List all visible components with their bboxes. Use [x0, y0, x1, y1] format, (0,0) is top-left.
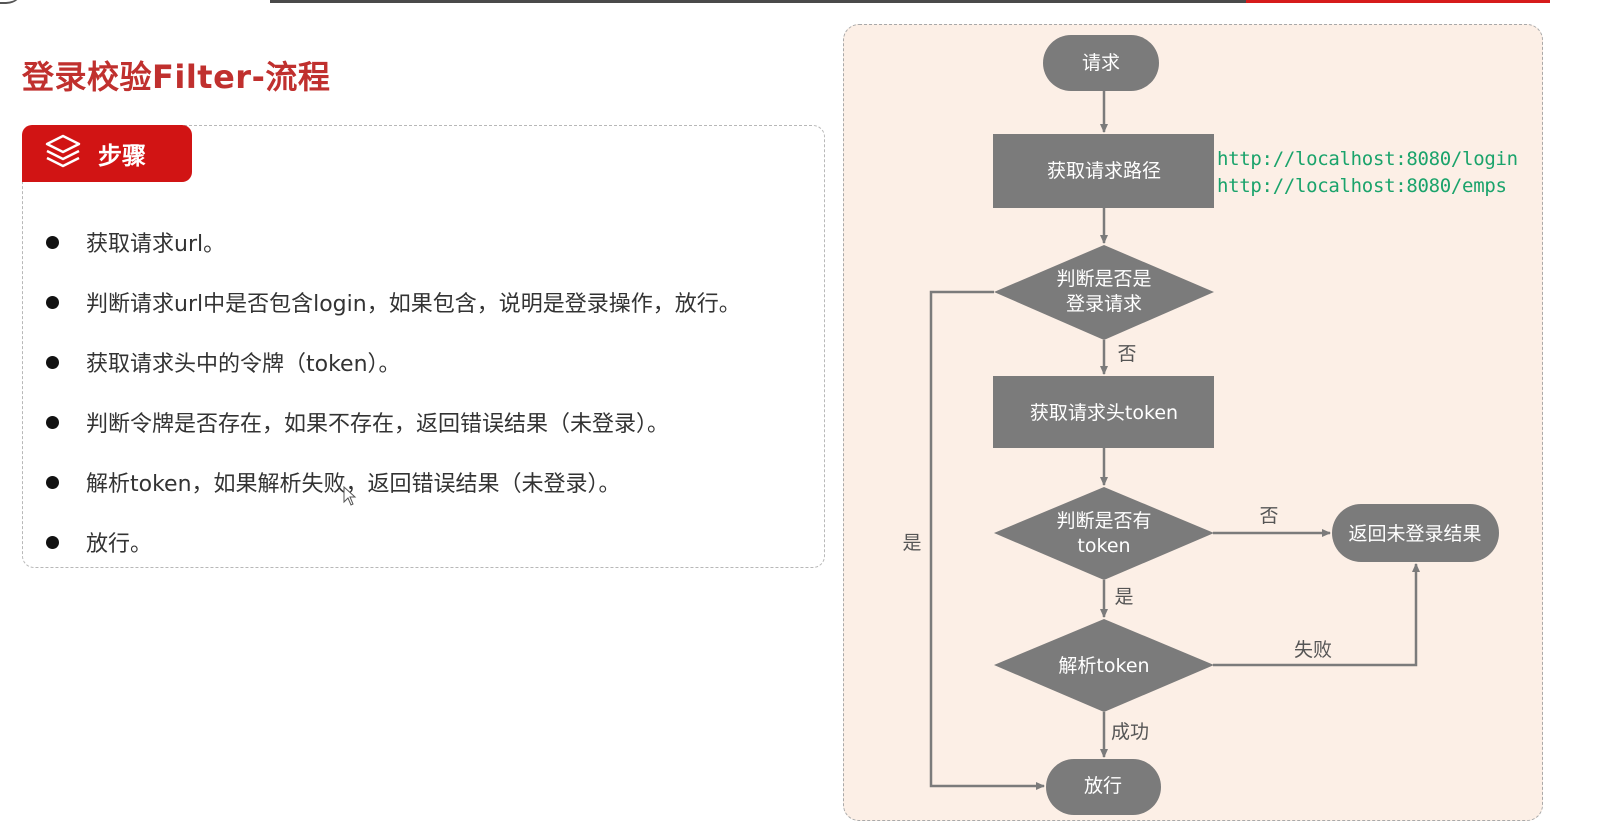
bullet-icon	[46, 535, 59, 549]
bullet-icon	[46, 355, 59, 369]
node-get-path-label: 获取请求路径	[1047, 160, 1161, 182]
edge-label-parse-success: 成功	[1111, 721, 1149, 743]
steps-list: 获取请求url。 判断请求url中是否包含login，如果包含，说明是登录操作，…	[46, 212, 741, 572]
edge-label-token-yes: 是	[1114, 586, 1133, 608]
node-has-token-label-2: token	[1077, 535, 1130, 557]
node-has-token	[994, 487, 1214, 580]
top-bar-red	[1246, 0, 1550, 3]
edge-label-token-no: 否	[1259, 505, 1278, 527]
node-is-login-label-2: 登录请求	[1066, 293, 1142, 315]
step-item: 获取请求url。	[46, 212, 741, 272]
edge-label-login-yes: 是	[902, 532, 921, 554]
bullet-icon	[46, 235, 59, 249]
edge-label-login-no: 否	[1117, 343, 1136, 365]
step-item: 解析token，如果解析失败，返回错误结果（未登录）。	[46, 452, 741, 512]
node-has-token-label-1: 判断是否有	[1056, 510, 1151, 532]
node-is-login-label-1: 判断是否是	[1056, 268, 1151, 290]
step-item: 获取请求头中的令牌（token）。	[46, 332, 741, 392]
node-parse-token-label: 解析token	[1058, 655, 1149, 677]
url-login: http://localhost:8080/login	[1217, 148, 1518, 170]
bullet-icon	[46, 295, 59, 309]
node-get-path	[993, 134, 1214, 208]
page-title: 登录校验Filter-流程	[22, 58, 331, 96]
step-item: 判断请求url中是否包含login，如果包含，说明是登录操作，放行。	[46, 272, 741, 332]
steps-tab-label: 步骤	[98, 142, 146, 170]
step-item: 判断令牌是否存在，如果不存在，返回错误结果（未登录）。	[46, 392, 741, 452]
bullet-icon	[46, 415, 59, 429]
node-pass-label: 放行	[1084, 775, 1122, 797]
node-parse-token	[994, 619, 1214, 712]
node-start	[1043, 35, 1159, 91]
node-not-logged-in-label: 返回未登录结果	[1348, 523, 1481, 545]
steps-panel	[22, 125, 825, 568]
step-item: 放行。	[46, 512, 741, 572]
node-is-login	[994, 245, 1214, 340]
top-bar-dark	[270, 0, 1246, 3]
node-get-token	[993, 376, 1214, 448]
node-not-logged-in	[1332, 504, 1499, 562]
mouse-cursor-icon	[343, 486, 357, 506]
url-emps: http://localhost:8080/emps	[1217, 175, 1507, 197]
layers-icon	[42, 131, 84, 177]
bullet-icon	[46, 475, 59, 489]
steps-tab: 步骤	[22, 125, 192, 182]
node-start-label: 请求	[1082, 52, 1120, 74]
node-get-token-label: 获取请求头token	[1030, 402, 1178, 424]
edge-label-parse-fail: 失败	[1294, 639, 1332, 661]
node-pass	[1046, 759, 1161, 815]
